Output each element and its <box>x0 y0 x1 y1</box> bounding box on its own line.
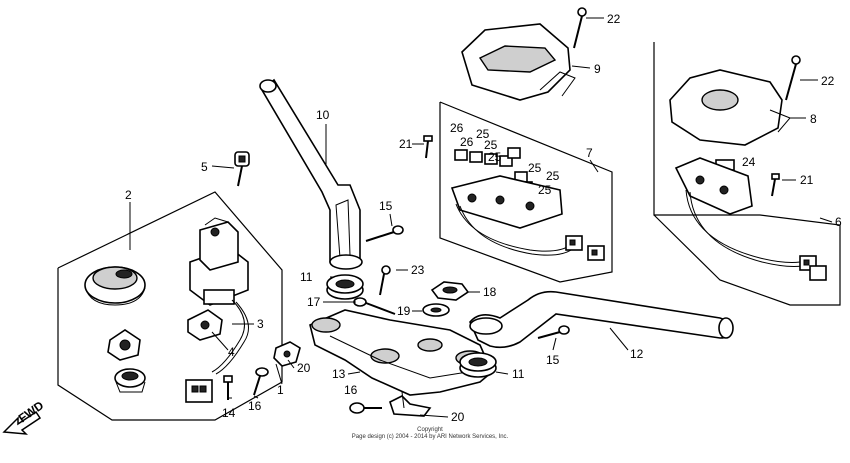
callout-26-b: 26 <box>460 135 474 149</box>
callout-21-meter: 21 <box>399 137 413 151</box>
callout-4: 4 <box>228 345 235 359</box>
screw-16-left <box>253 367 269 396</box>
clip-20-center <box>389 391 432 417</box>
callout-25-f: 25 <box>538 183 552 197</box>
right-handlebar <box>469 290 734 349</box>
clip-20-left <box>273 341 301 367</box>
leader-lines <box>129 17 833 418</box>
indicator-cover <box>669 69 791 146</box>
callout-25-a: 25 <box>476 127 490 141</box>
bolt-22-top <box>573 7 587 49</box>
ignition-switch <box>189 217 249 375</box>
callout-10: 10 <box>316 108 330 122</box>
top-bridge <box>309 309 493 396</box>
connector-plug <box>185 379 213 403</box>
copyright-line-2: Page design (c) 2004 - 2014 by ARI Netwo… <box>351 434 509 440</box>
callout-25-b: 25 <box>484 138 498 152</box>
callout-14: 14 <box>222 406 236 420</box>
callout-25-e: 25 <box>546 169 560 183</box>
lock-module <box>187 309 223 341</box>
callout-16-left: 16 <box>248 399 262 413</box>
copyright-notice: Copyright Page design (c) 2004 - 2014 by… <box>300 427 560 441</box>
copyright-line-1: Copyright <box>417 427 443 433</box>
callout-17: 17 <box>307 295 321 309</box>
bushing-11-left <box>326 274 364 300</box>
callout-2: 2 <box>125 188 132 202</box>
callout-13: 13 <box>332 367 346 381</box>
meter-cover <box>461 23 576 101</box>
switch-bushing <box>114 368 146 393</box>
callout-25-c: 25 <box>488 150 502 164</box>
callout-8: 8 <box>810 112 817 126</box>
callout-15-right: 15 <box>546 353 560 367</box>
callout-15-left: 15 <box>379 199 393 213</box>
meter-group-box <box>439 101 613 283</box>
forward-arrow-icon <box>2 410 42 435</box>
indicator-group-box <box>653 42 841 306</box>
callout-25-d: 25 <box>528 161 542 175</box>
washer-19 <box>422 303 450 317</box>
callout-11-right: 11 <box>512 367 525 381</box>
nut-18 <box>430 281 470 301</box>
bolt-21-meter <box>423 135 433 159</box>
callout-21-indicator: 21 <box>800 173 814 187</box>
ignition-group-box <box>57 191 283 421</box>
callout-26-a: 26 <box>450 121 464 135</box>
callout-7: 7 <box>586 146 593 160</box>
left-handlebar <box>259 78 363 270</box>
screw-14 <box>223 375 233 400</box>
callout-11-left: 11 <box>300 270 313 284</box>
callout-18: 18 <box>483 285 497 299</box>
callout-12: 12 <box>630 347 644 361</box>
callout-19: 19 <box>397 304 411 318</box>
bolt-15-left <box>365 225 404 242</box>
callout-1: 1 <box>277 383 284 397</box>
bolt-23 <box>379 265 391 296</box>
callout-3: 3 <box>257 317 264 331</box>
meter-board <box>450 175 605 261</box>
callout-6: 6 <box>835 215 842 229</box>
callout-labels: 1 2 3 4 5 6 7 8 9 10 11 11 12 13 14 15 1… <box>125 12 842 424</box>
bushing-11-right <box>459 352 497 378</box>
callout-24: 24 <box>742 155 756 169</box>
callout-20-left: 20 <box>297 361 311 375</box>
ignition-key <box>234 151 250 187</box>
bolt-22-right <box>785 55 801 101</box>
bolt-15-right <box>537 325 570 339</box>
indicator-panel <box>674 157 827 281</box>
callout-23: 23 <box>411 263 425 277</box>
callout-22-right: 22 <box>821 74 835 88</box>
screw-16-center <box>349 402 382 414</box>
bolt-21-indicator <box>771 173 780 197</box>
callout-9: 9 <box>594 62 601 76</box>
callout-20-center: 20 <box>451 410 465 424</box>
ignition-cover <box>84 266 146 306</box>
callout-22-top: 22 <box>607 12 621 26</box>
callout-16-center: 16 <box>344 383 358 397</box>
bolt-17 <box>353 297 396 315</box>
callout-5: 5 <box>201 160 208 174</box>
switch-clamp <box>107 329 141 361</box>
